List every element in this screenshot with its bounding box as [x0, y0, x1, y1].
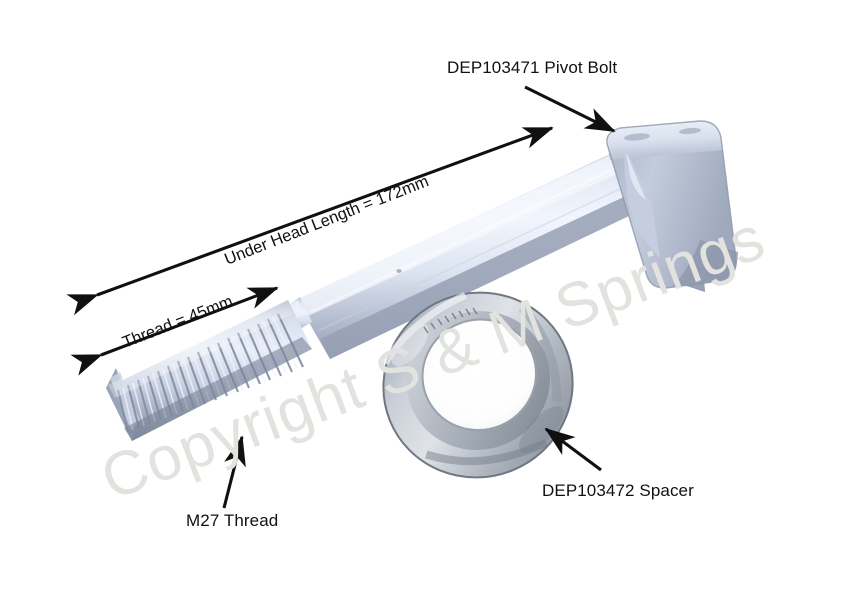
leader-arrow-spacer [544, 427, 602, 472]
callout-label-spacer: DEP103472 Spacer [542, 481, 694, 500]
annotation-layer [66, 85, 616, 509]
leader-arrow-pivot-bolt [524, 85, 616, 133]
leader-arrow-thread [222, 435, 246, 509]
spacer-ring [382, 291, 574, 479]
bolt-head [606, 120, 738, 292]
callout-label-m27-thread: M27 Thread [186, 511, 279, 530]
threaded-shank [106, 300, 312, 441]
dimension-line-thread-length [70, 286, 279, 376]
dimension-line-under-head-length [66, 126, 554, 316]
callout-label-pivot-bolt: DEP103471 Pivot Bolt [447, 58, 618, 77]
